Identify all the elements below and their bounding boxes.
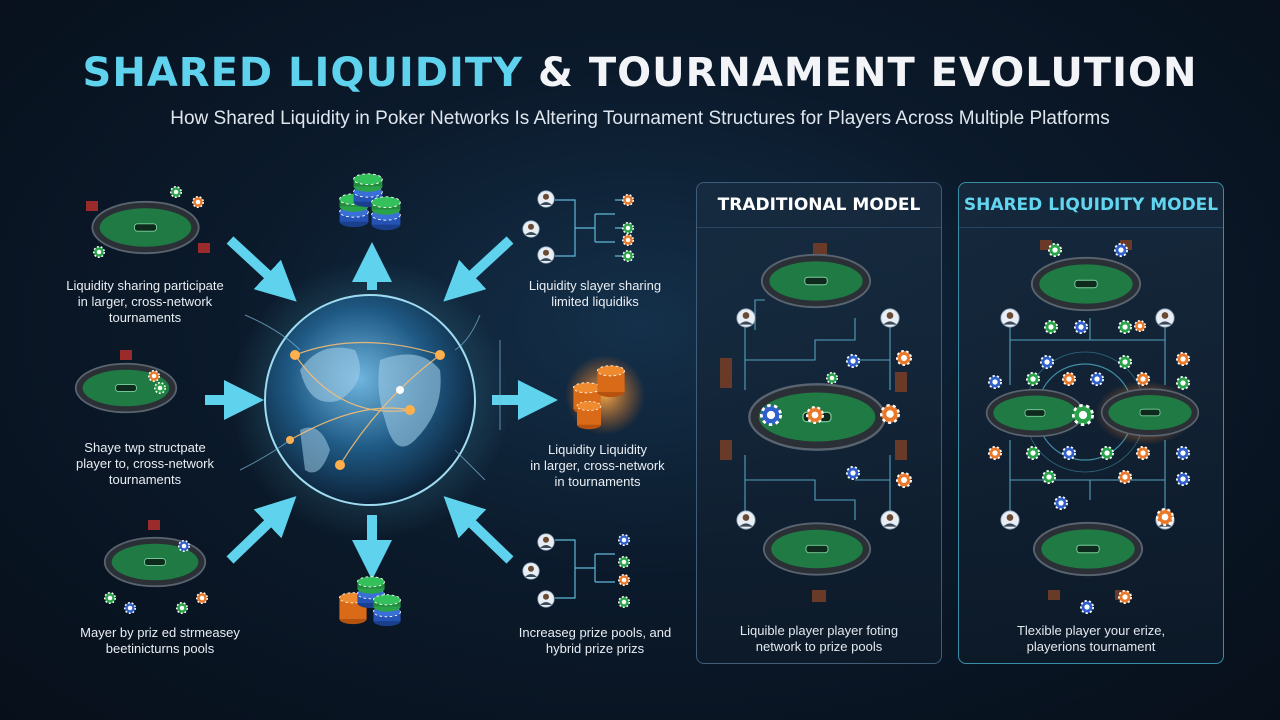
page-subtitle: How Shared Liquidity in Poker Networks I… <box>170 108 1110 129</box>
shared-liquidity-model-caption: Tlexible player your erize, playerions t… <box>1016 623 1166 654</box>
poker-table-icon <box>103 520 208 614</box>
poker-chips-icon <box>565 355 645 435</box>
poker-chips-icon <box>338 576 402 627</box>
hub-thin-links <box>239 314 501 481</box>
caption-mid-right: Liquidity Liquidity in larger, cross-net… <box>530 442 665 489</box>
network-globe-icon <box>264 294 476 506</box>
traditional-model-caption: Liquible player player foting network to… <box>739 623 899 654</box>
poker-chips-icon <box>339 173 401 231</box>
caption-top-right: Liquidity slayer sharing limited liquidi… <box>528 278 662 309</box>
traditional-model-diagram <box>720 243 912 602</box>
page-title: SHARED LIQUIDITY & TOURNAMENT EVOLUTION <box>0 50 1280 96</box>
title-rest: & TOURNAMENT EVOLUTION <box>523 50 1198 96</box>
caption-mid-left: Shaye twp structpate player to, cross-ne… <box>76 440 214 487</box>
traditional-model-title: TRADITIONAL MODEL <box>697 183 941 228</box>
poker-table-icon <box>86 186 210 258</box>
poker-table-icon <box>74 350 178 414</box>
caption-top-left: Liquidity sharing participate in larger,… <box>66 278 224 325</box>
hub-arrows <box>205 236 558 580</box>
tournament-bracket-icon <box>555 199 625 599</box>
shared-liquidity-model-title: SHARED LIQUIDITY MODEL <box>959 183 1223 228</box>
shared-liquidity-diagram <box>985 240 1200 614</box>
title-accent: SHARED LIQUIDITY <box>82 50 524 96</box>
caption-bottom-right: Increaseg prize pools, and hybrid prize … <box>518 625 672 656</box>
caption-bottom-left: Mayer by priz ed strmeasey beetinicturns… <box>80 625 240 656</box>
